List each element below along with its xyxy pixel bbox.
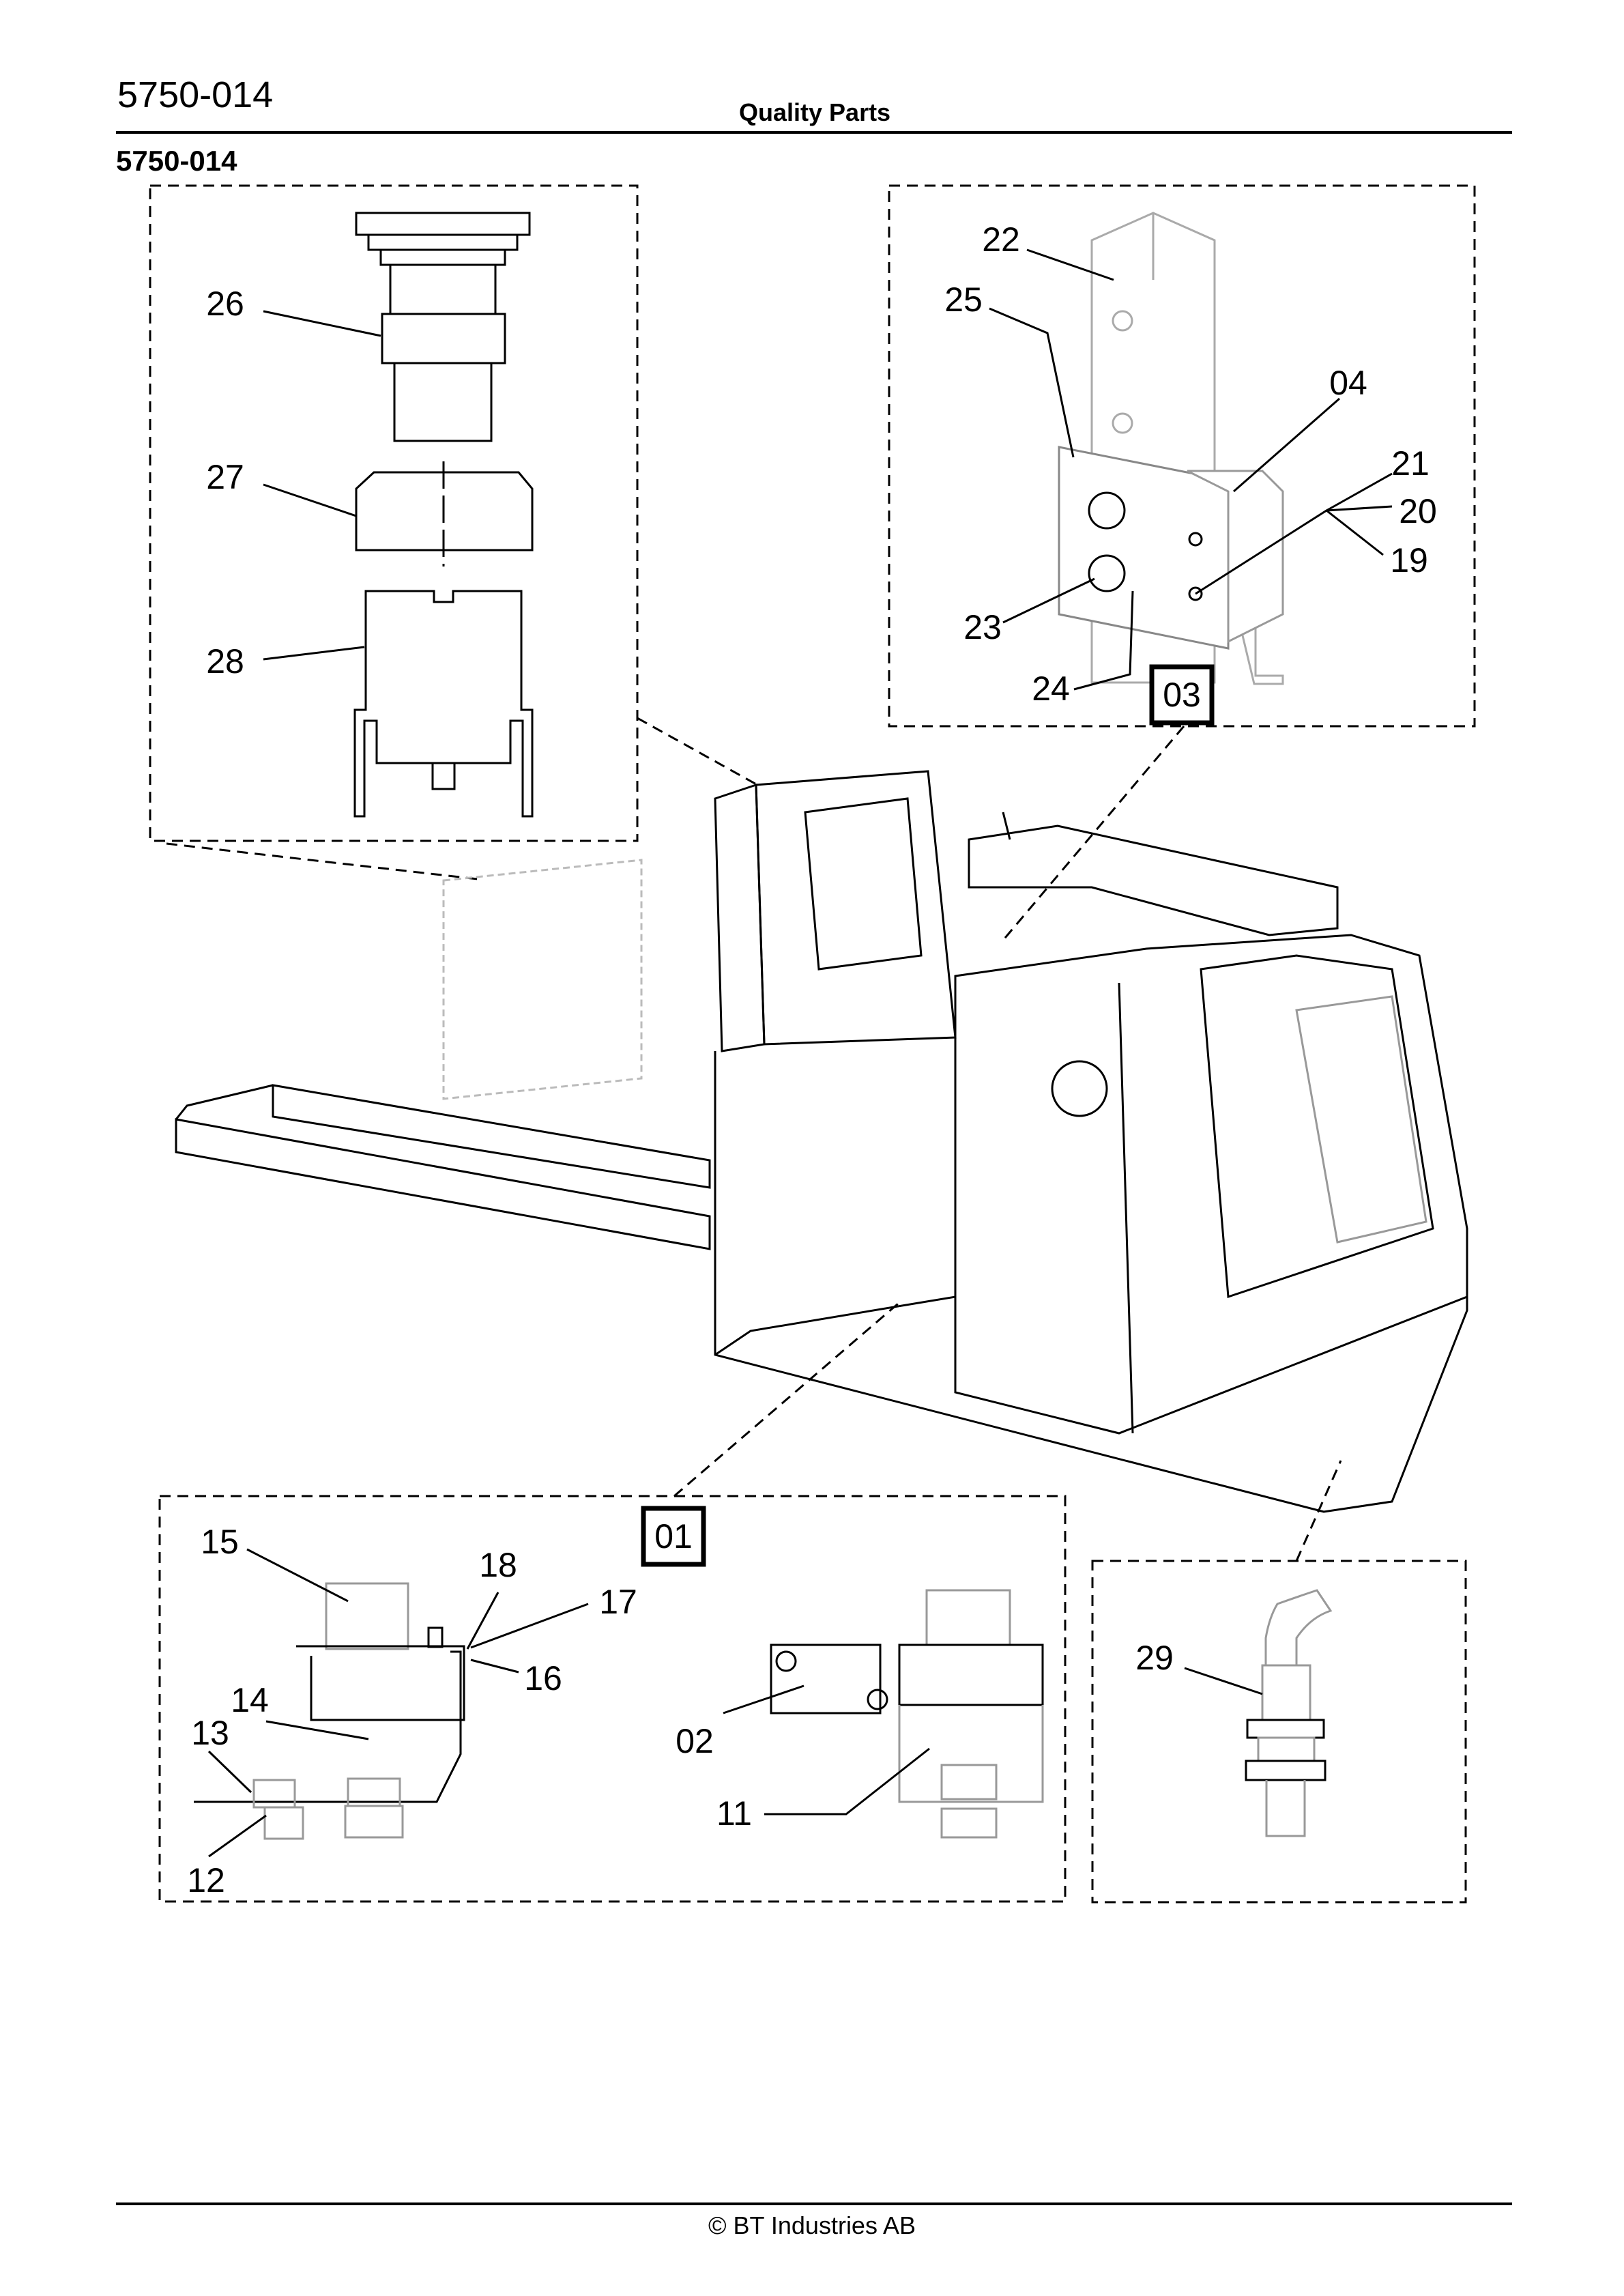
callout-12: 12 — [187, 1861, 225, 1899]
box-label-03 — [1149, 664, 1215, 726]
callout-15: 15 — [201, 1523, 239, 1561]
callout-16: 16 — [524, 1659, 562, 1697]
plug-part — [1245, 1589, 1333, 1837]
detail-box-plug — [1091, 1560, 1467, 1904]
pallet-truck — [175, 770, 1468, 1513]
callout-14: 14 — [231, 1681, 269, 1719]
page-code: 5750-014 — [116, 145, 237, 177]
box-label-01 — [641, 1506, 706, 1567]
callout-29: 29 — [1135, 1639, 1174, 1677]
callout-20: 20 — [1399, 492, 1437, 530]
footer-rule — [116, 2202, 1512, 2205]
footer-copyright: © BT Industries AB — [708, 2211, 916, 2239]
callout-21: 21 — [1391, 444, 1430, 483]
callout-17: 17 — [599, 1583, 637, 1621]
callout-13: 13 — [191, 1714, 229, 1752]
header-title: Quality Parts — [739, 98, 891, 126]
callout-28: 28 — [206, 642, 244, 680]
detail-box-microswitch — [158, 1495, 1067, 1903]
microswitch-parts — [194, 1582, 1044, 1840]
callout-04: 04 — [1329, 364, 1367, 402]
header-rule — [116, 131, 1512, 134]
callout-22: 22 — [982, 220, 1020, 259]
callout-19: 19 — [1390, 541, 1428, 579]
callout-26: 26 — [206, 285, 244, 323]
callout-23: 23 — [963, 608, 1002, 646]
callout-25: 25 — [944, 281, 983, 319]
callout-27: 27 — [206, 458, 244, 496]
box-label-03-text: 03 — [1163, 676, 1201, 714]
detail-box-bracket — [888, 184, 1476, 728]
box-label-01-text: 01 — [654, 1517, 693, 1555]
callout-18: 18 — [479, 1546, 517, 1584]
callout-24: 24 — [1032, 670, 1070, 708]
header-code: 5750-014 — [117, 74, 274, 115]
callout-02: 02 — [676, 1722, 714, 1760]
switch-parts — [353, 212, 534, 818]
callout-11: 11 — [716, 1794, 752, 1833]
detail-box-switch — [149, 184, 639, 842]
